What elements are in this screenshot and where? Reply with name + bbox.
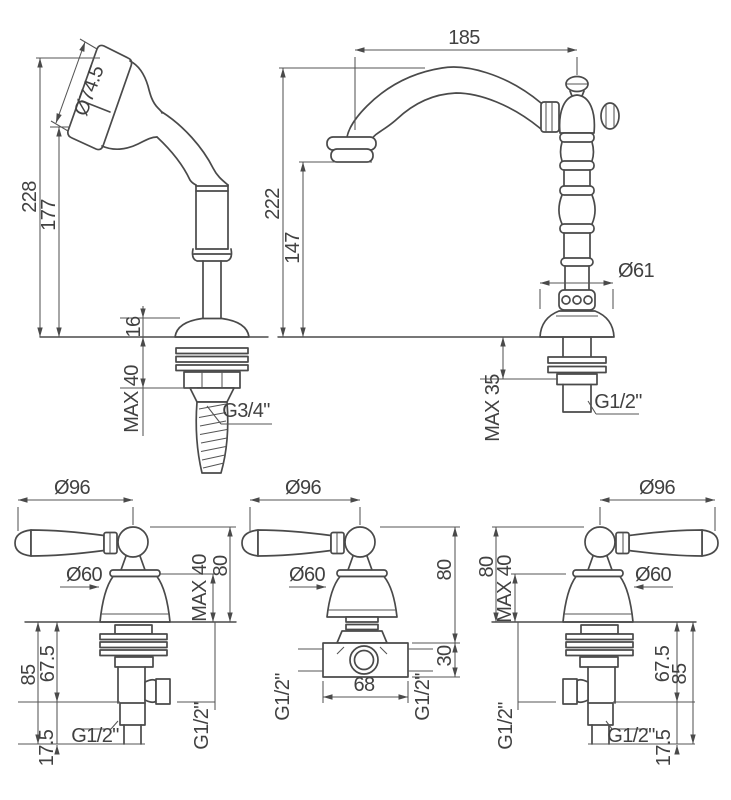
dim-label-max40: MAX 40 (121, 365, 143, 433)
right-valve-dimensions: Ø96 Ø60 MAX 40 80 67.5 85 17.5 G1/2" G1/… (476, 477, 716, 766)
dim-label-max40: MAX 40 (494, 555, 516, 623)
spout-dimensions: 185 222 147 Ø61 MAX 35 G1/2" (262, 27, 655, 442)
dim-label-max40: MAX 40 (189, 554, 211, 622)
dim-label-80: 80 (434, 559, 456, 581)
dim-label-g12-side: G1/2" (191, 702, 213, 750)
dim-label-177: 177 (38, 199, 60, 231)
dim-label-67-5: 67.5 (37, 645, 59, 682)
dim-label-g12-right: G1/2" (412, 673, 434, 721)
dim-label-80: 80 (476, 556, 498, 578)
dim-label-g12-spout: G1/2" (594, 391, 642, 413)
center-valve-drawing: Ø96 Ø60 80 30 68 G1/2" G1/2" (241, 477, 460, 721)
left-valve-dimensions: Ø96 Ø60 MAX 40 80 67.5 85 17.5 G1/2" G1/… (17, 477, 236, 766)
dim-label-max35: MAX 35 (482, 374, 504, 442)
dim-label-185: 185 (448, 27, 480, 49)
dim-label-60: Ø60 (289, 564, 325, 586)
dim-label-228: 228 (19, 181, 41, 213)
dim-label-80: 80 (210, 555, 232, 577)
dim-label-g34: G3/4" (222, 400, 270, 422)
dim-label-85: 85 (669, 663, 691, 685)
center-valve-dimensions: Ø96 Ø60 80 30 68 G1/2" G1/2" (249, 477, 460, 721)
left-valve-body (14, 526, 237, 745)
dim-label-16: 16 (123, 316, 145, 338)
right-valve-body (491, 526, 719, 745)
dim-label-g12-bottom: G1/2" (71, 725, 119, 747)
dim-label-60: Ø60 (635, 564, 671, 586)
center-valve-body (241, 526, 409, 678)
hand-shower-body (39, 44, 269, 474)
dim-label-g12-bottom: G1/2" (607, 725, 655, 747)
hand-shower-drawing: 228 177 Ø74.5 16 MAX 40 G3/4" (19, 38, 272, 474)
left-valve-drawing: Ø96 Ø60 MAX 40 80 67.5 85 17.5 G1/2" G1/… (14, 477, 237, 766)
right-valve-drawing: Ø96 Ø60 MAX 40 80 67.5 85 17.5 G1/2" G1/… (476, 477, 719, 766)
dim-label-g12-left: G1/2" (272, 673, 294, 721)
dim-label-30: 30 (434, 645, 456, 667)
dim-label-60: Ø60 (66, 564, 102, 586)
dim-label-67-5: 67.5 (652, 645, 674, 682)
dim-label-85: 85 (18, 664, 40, 686)
dim-label-17-5: 17.5 (36, 729, 58, 766)
dim-label-96: Ø96 (639, 477, 675, 499)
dim-label-96: Ø96 (285, 477, 321, 499)
dim-label-68: 68 (353, 674, 375, 696)
dim-label-147: 147 (282, 232, 304, 264)
spout-drawing: 185 222 147 Ø61 MAX 35 G1/2" (262, 27, 655, 442)
dim-label-61: Ø61 (618, 260, 654, 282)
dim-label-222: 222 (262, 188, 284, 220)
dim-label-g12-side: G1/2" (495, 702, 517, 750)
dim-label-96: Ø96 (54, 477, 90, 499)
dim-label-17-5: 17.5 (653, 729, 675, 766)
spout-body (277, 66, 620, 413)
